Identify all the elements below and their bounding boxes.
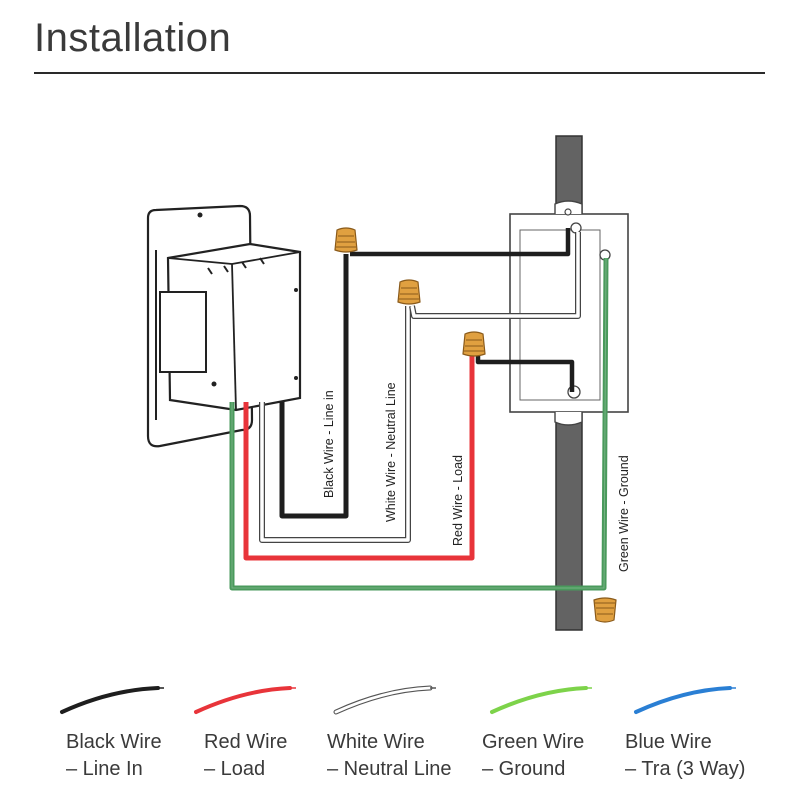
page-title: Installation xyxy=(34,16,232,60)
legend-swatch-blue xyxy=(634,686,736,714)
box-top-tab xyxy=(554,200,583,214)
legend-swatch-white xyxy=(333,685,436,715)
wire-nut-ground xyxy=(593,597,617,623)
smart-switch-device xyxy=(146,204,302,448)
black-load-wire xyxy=(475,356,575,392)
legend-item-green: Green Wire – Ground xyxy=(482,729,584,783)
legend-swatch-green xyxy=(490,686,592,714)
red-load-wire xyxy=(243,356,475,561)
green-ground-wire xyxy=(229,257,609,591)
legend-swatch-red xyxy=(194,686,296,714)
legend-label-line1: White Wire xyxy=(327,731,425,753)
legend-label-line2: – Neutral Line xyxy=(327,758,452,780)
box-screw-top xyxy=(570,222,582,234)
wire-nut-white xyxy=(397,279,421,305)
label-green-wire: Green Wire - Ground xyxy=(617,455,631,572)
wire-nut-red xyxy=(462,331,486,357)
legend-label-line2: – Line In xyxy=(66,758,143,780)
legend-label-line1: Green Wire xyxy=(482,731,585,753)
legend-label-line2: – Ground xyxy=(482,758,566,780)
legend-item-red: Red Wire – Load xyxy=(204,729,287,783)
black-box-wire xyxy=(350,228,571,257)
legend-item-blue: Blue Wire – Tra (3 Way) xyxy=(625,729,745,783)
legend-item-black: Black Wire – Line In xyxy=(66,729,162,783)
label-white-wire: White Wire - Neutral Line xyxy=(384,382,398,522)
black-line-wire xyxy=(279,254,349,519)
title-divider xyxy=(34,72,765,74)
legend-label-line2: – Load xyxy=(204,758,266,780)
box-bottom-tab xyxy=(554,412,583,426)
legend-swatch-black xyxy=(60,686,164,714)
legend-item-white: White Wire – Neutral Line xyxy=(327,729,452,783)
label-black-wire: Black Wire - Line in xyxy=(322,390,336,498)
legend-label-line1: Red Wire xyxy=(204,731,288,753)
legend-label-line1: Black Wire xyxy=(66,731,162,753)
legend-label-line1: Blue Wire xyxy=(625,731,712,753)
legend-label-line2: – Tra (3 Way) xyxy=(625,758,746,780)
wire-nut-black xyxy=(334,227,358,253)
label-red-wire: Red Wire - Load xyxy=(451,455,465,546)
